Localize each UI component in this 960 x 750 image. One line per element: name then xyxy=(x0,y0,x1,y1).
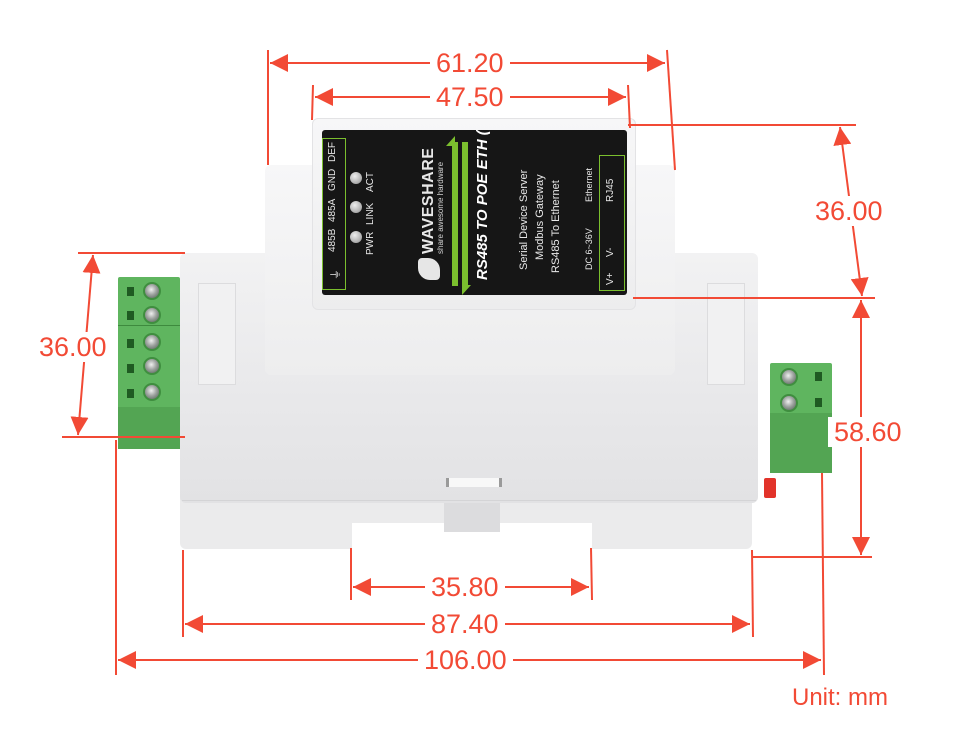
left-side-panel xyxy=(198,283,236,385)
wire-hole xyxy=(815,372,822,381)
waveshare-logo-icon xyxy=(418,258,440,280)
terminal-screw-icon xyxy=(143,282,161,300)
terminal-screw-icon xyxy=(780,394,798,412)
dim-bottom-body-width: 87.40 xyxy=(425,609,505,639)
terminal-screw-icon xyxy=(143,357,161,375)
terminal-lower-lip xyxy=(770,413,832,473)
bidirectional-arrow-icon xyxy=(452,142,458,286)
wire-hole xyxy=(127,287,134,296)
body-seam xyxy=(182,500,756,501)
led-act-indicator xyxy=(350,172,362,184)
arrow-head-down xyxy=(462,285,471,295)
dim-top-inner-width: 47.50 xyxy=(430,82,510,112)
label-plate: ⏚ 485B 485A GND DEF PWR LINK ACT WAVESHA… xyxy=(322,130,627,295)
dim-left-terminal-height: 36.00 xyxy=(33,332,113,362)
left-pin-strip xyxy=(322,138,346,290)
dim-overall-width: 106.00 xyxy=(418,645,513,675)
terminal-lower-lip xyxy=(118,407,180,449)
terminal-screw-icon xyxy=(780,368,798,386)
terminal-divider xyxy=(118,325,180,326)
dim-top-outer-width: 61.20 xyxy=(430,48,510,78)
wire-hole xyxy=(127,364,134,373)
release-slot xyxy=(446,478,502,487)
led-pwr-indicator xyxy=(350,231,362,243)
right-side-panel xyxy=(707,283,745,385)
arrow-head-up xyxy=(446,136,455,146)
dim-right-lower-height: 58.60 xyxy=(828,417,908,447)
unit-label: Unit: mm xyxy=(792,684,888,711)
led-link-indicator xyxy=(350,201,362,213)
terminal-screw-icon xyxy=(143,333,161,351)
din-center-slot xyxy=(444,500,500,532)
dim-bottom-rail-gap: 35.80 xyxy=(425,572,505,602)
terminal-screw-icon xyxy=(143,306,161,324)
wire-hole xyxy=(815,398,822,407)
wire-hole xyxy=(127,389,134,398)
wire-hole xyxy=(127,339,134,348)
bidirectional-arrow-icon-2 xyxy=(462,142,468,286)
right-pin-strip xyxy=(599,155,625,291)
dim-right-upper-height: 36.00 xyxy=(809,196,889,226)
red-button xyxy=(764,478,776,498)
terminal-screw-icon xyxy=(143,383,161,401)
wire-hole xyxy=(127,311,134,320)
